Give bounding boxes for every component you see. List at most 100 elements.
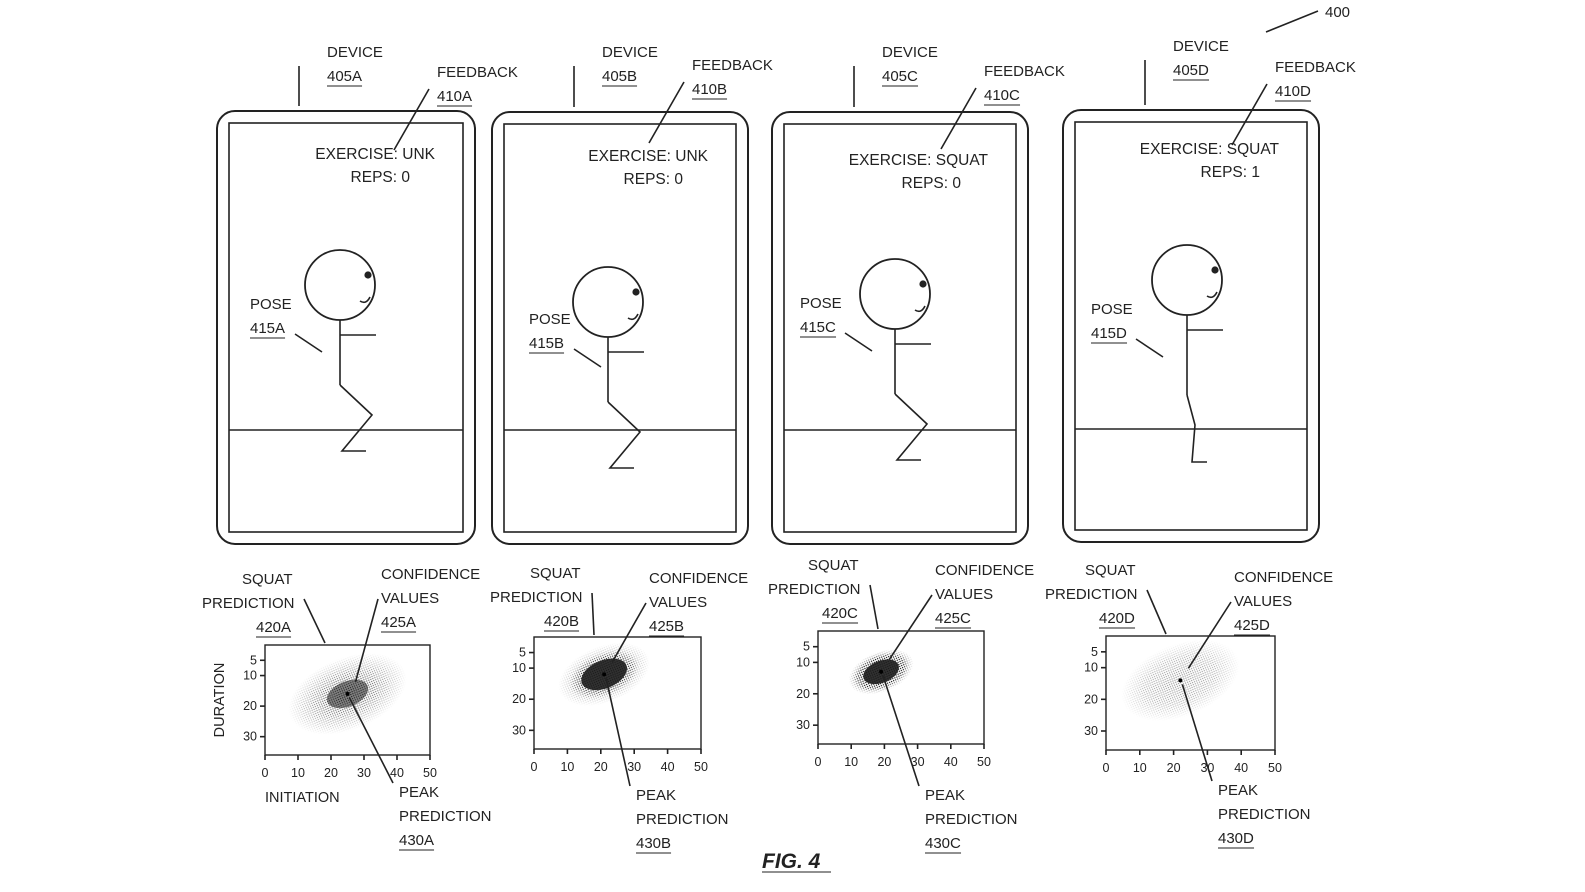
peak-label: PEAK bbox=[1218, 782, 1258, 799]
confidence-label: VALUES bbox=[935, 586, 993, 603]
device-ref: 405B bbox=[602, 68, 637, 85]
peak-label: PREDICTION bbox=[399, 808, 492, 825]
x-tick-label: 10 bbox=[844, 755, 858, 769]
feedback-ref: 410C bbox=[984, 87, 1020, 104]
figure-legs bbox=[607, 401, 642, 469]
x-tick-label: 30 bbox=[627, 760, 641, 774]
figure-smile bbox=[359, 296, 371, 304]
prediction-label: SQUAT bbox=[1085, 562, 1136, 579]
y-tick-label: 5 bbox=[519, 646, 526, 660]
peak-label: PEAK bbox=[925, 787, 965, 804]
peak-ref: 430B bbox=[636, 835, 671, 852]
device-screen bbox=[228, 122, 464, 533]
x-tick-label: 0 bbox=[262, 766, 269, 780]
figure-head bbox=[859, 258, 931, 330]
peak-label: PREDICTION bbox=[1218, 806, 1311, 823]
confidence-leader bbox=[611, 602, 647, 663]
prediction-ref: 420A bbox=[256, 619, 291, 636]
peak-prediction-point bbox=[1178, 678, 1183, 683]
y-tick-label: 10 bbox=[512, 661, 526, 675]
reps-text: REPS: 0 bbox=[351, 169, 411, 186]
prediction-leader bbox=[303, 598, 326, 644]
figure-eye bbox=[1211, 266, 1219, 274]
plot-frame bbox=[817, 630, 985, 745]
x-tick-label: 40 bbox=[944, 755, 958, 769]
confidence-label: VALUES bbox=[381, 590, 439, 607]
confidence-ref: 425D bbox=[1234, 617, 1270, 634]
y-tick-label: 30 bbox=[512, 723, 526, 737]
figure-head bbox=[572, 266, 644, 338]
y-tick-label: 30 bbox=[243, 730, 257, 744]
figure-ref-number: 400 bbox=[1325, 4, 1350, 21]
device-ref: 405C bbox=[882, 68, 918, 85]
feedback-leader bbox=[393, 88, 430, 151]
device-label: DEVICE bbox=[327, 44, 383, 61]
x-tick-label: 0 bbox=[815, 755, 822, 769]
device-outline bbox=[771, 111, 1029, 545]
prediction-ref: 420B bbox=[544, 613, 579, 630]
device-outline bbox=[491, 111, 749, 545]
x-tick-label: 10 bbox=[291, 766, 305, 780]
stick-figure bbox=[572, 266, 644, 469]
peak-prediction-point bbox=[345, 691, 350, 696]
stick-figure bbox=[304, 249, 376, 452]
peak-prediction-point bbox=[602, 672, 607, 677]
figure-ref-leader bbox=[1265, 10, 1319, 33]
y-tick-label: 20 bbox=[796, 687, 810, 701]
y-tick-label: 20 bbox=[243, 699, 257, 713]
x-tick-label: 20 bbox=[594, 760, 608, 774]
pose-leader bbox=[844, 332, 873, 352]
peak-leader bbox=[348, 697, 394, 784]
x-tick-label: 50 bbox=[694, 760, 708, 774]
reps-text: REPS: 1 bbox=[1201, 164, 1260, 181]
figure-legs bbox=[894, 393, 929, 461]
y-tick-label: 5 bbox=[1091, 645, 1098, 659]
device-screen bbox=[503, 123, 737, 533]
prediction-label: SQUAT bbox=[530, 565, 581, 582]
device-outline bbox=[1062, 109, 1320, 543]
y-tick-label: 20 bbox=[512, 692, 526, 706]
device-screen bbox=[783, 123, 1017, 533]
figure-smile bbox=[914, 305, 926, 313]
prediction-label: SQUAT bbox=[808, 557, 859, 574]
pose-leader bbox=[1135, 338, 1164, 358]
confidence-label: CONFIDENCE bbox=[935, 562, 1034, 579]
peak-leader bbox=[605, 678, 631, 787]
prediction-leader bbox=[591, 592, 595, 636]
x-tick-label: 40 bbox=[1234, 761, 1248, 775]
pose-label: POSE bbox=[529, 311, 571, 328]
y-tick-label: 10 bbox=[243, 669, 257, 683]
x-tick-label: 0 bbox=[1103, 761, 1110, 775]
x-tick-label: 20 bbox=[877, 755, 891, 769]
device-outline bbox=[216, 110, 476, 545]
exercise-text: EXERCISE: UNK bbox=[315, 146, 435, 163]
prediction-label: PREDICTION bbox=[768, 581, 861, 598]
peak-label: PREDICTION bbox=[636, 811, 729, 828]
figure-head bbox=[1151, 244, 1223, 316]
pose-ref: 415A bbox=[250, 320, 285, 337]
x-tick-label: 10 bbox=[1133, 761, 1147, 775]
feedback-label: FEEDBACK bbox=[984, 63, 1065, 80]
peak-leader bbox=[1181, 684, 1213, 782]
exercise-text: EXERCISE: SQUAT bbox=[1140, 141, 1280, 158]
feedback-ref: 410B bbox=[692, 81, 727, 98]
device-label: DEVICE bbox=[602, 44, 658, 61]
peak-ref: 430A bbox=[399, 832, 434, 849]
stick-figure bbox=[1151, 244, 1223, 463]
figure-legs bbox=[339, 384, 374, 452]
figure-smile bbox=[627, 313, 639, 321]
feedback-label: FEEDBACK bbox=[437, 64, 518, 81]
pose-label: POSE bbox=[250, 296, 292, 313]
y-axis-label: DURATION bbox=[212, 663, 228, 738]
prediction-label: PREDICTION bbox=[202, 595, 295, 612]
confidence-label: CONFIDENCE bbox=[381, 566, 480, 583]
device-ref: 405D bbox=[1173, 62, 1209, 79]
